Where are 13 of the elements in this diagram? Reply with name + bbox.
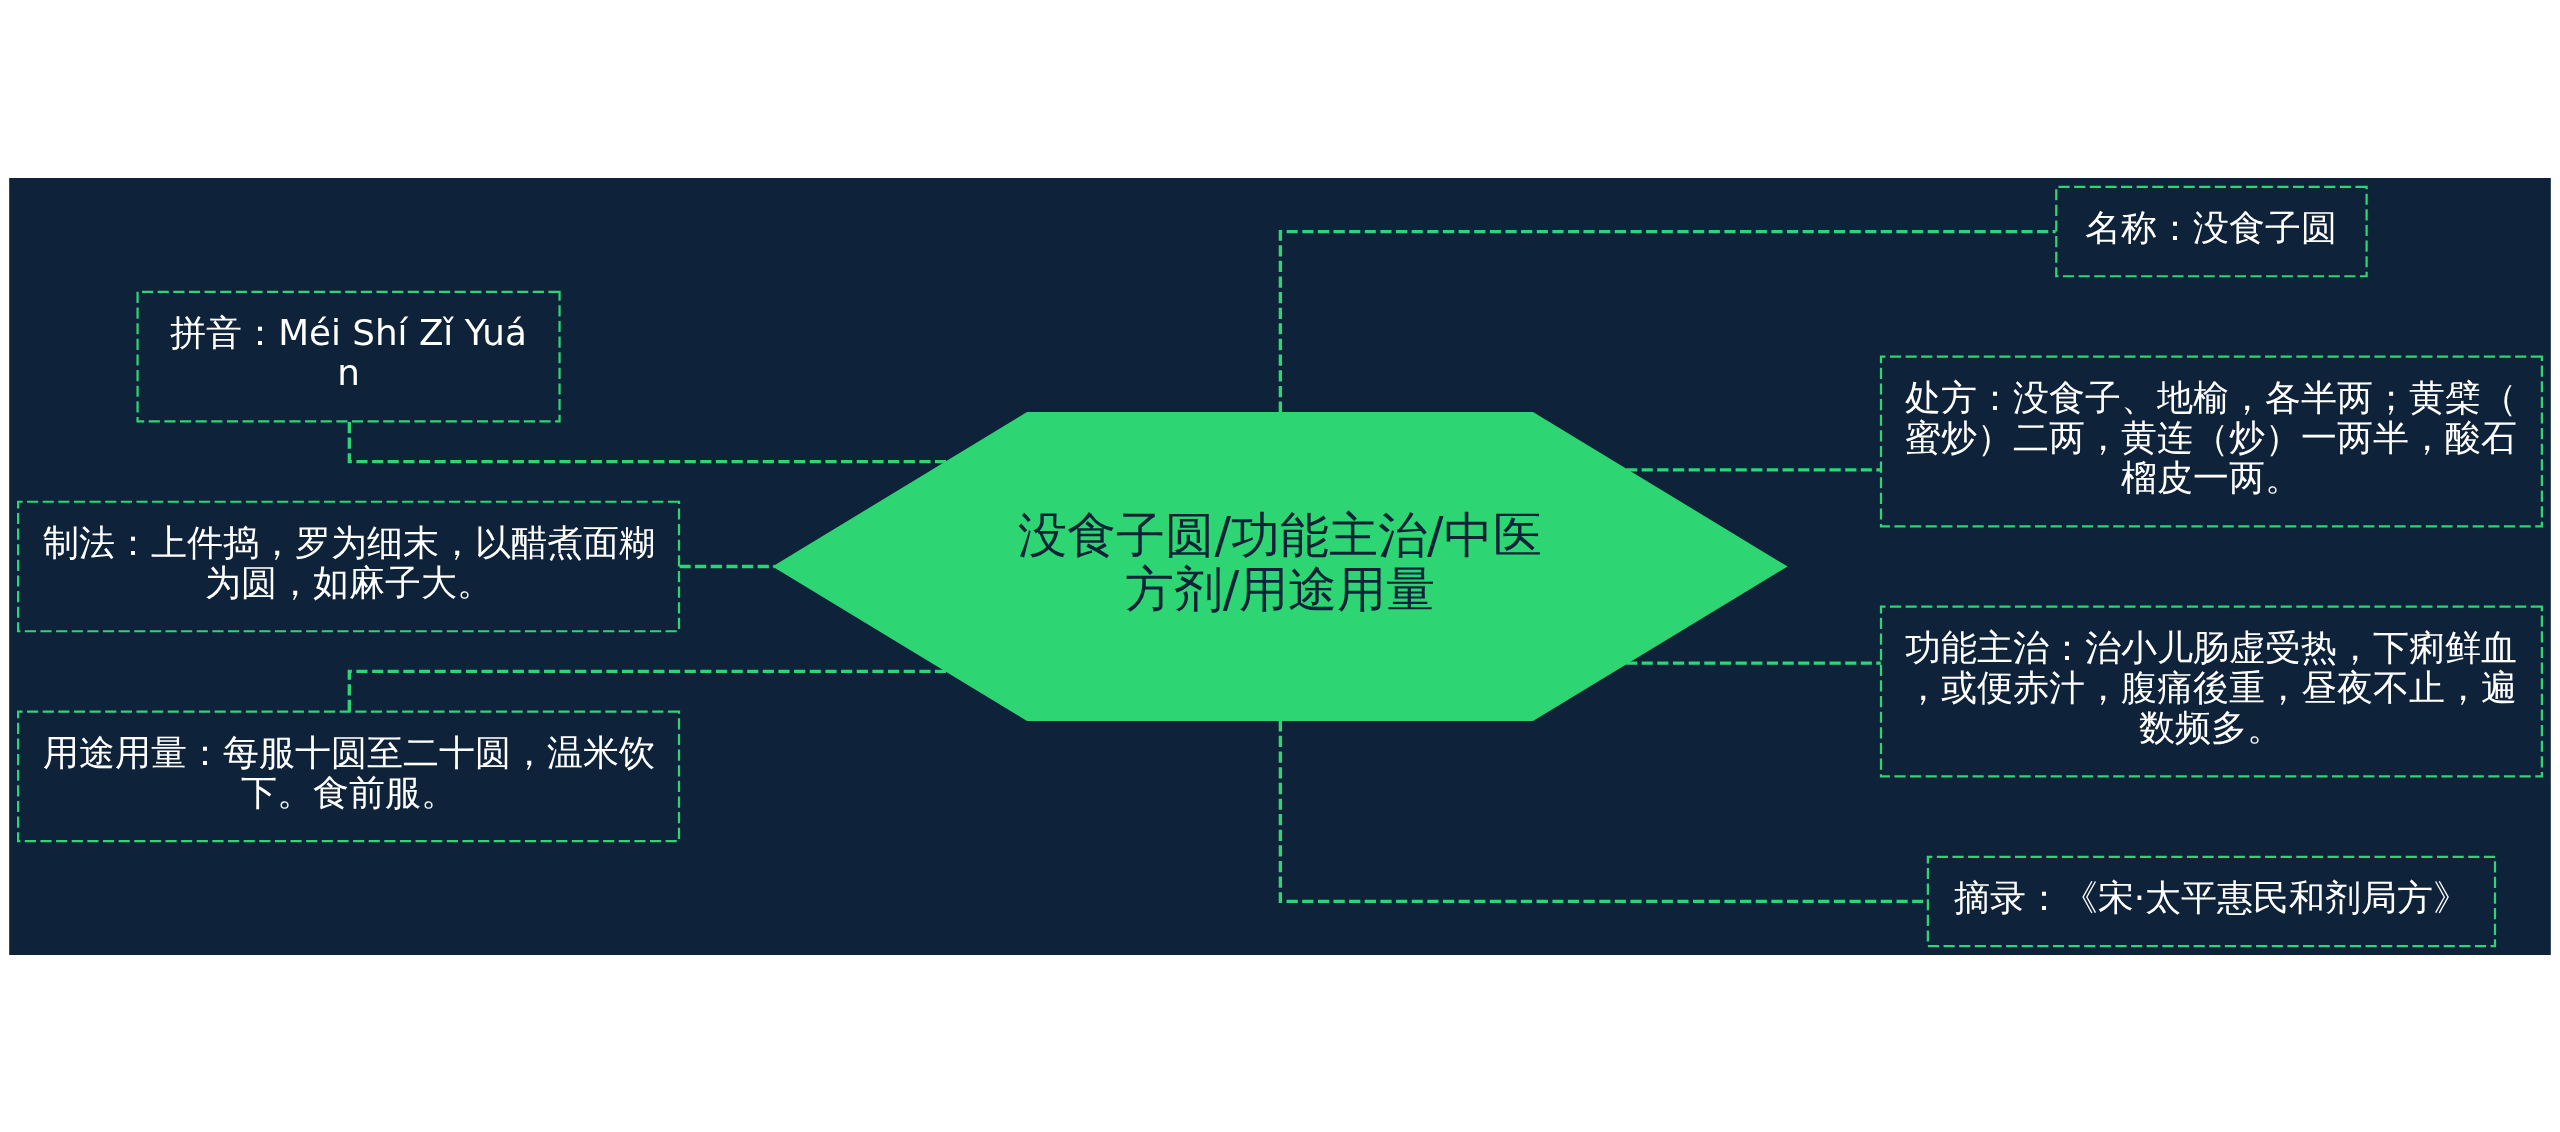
node-box: 名称：没食子圆 — [2055, 185, 2368, 277]
connector — [1278, 229, 2056, 413]
connector — [1626, 661, 1881, 665]
node-box: 功能主治：治小儿肠虚受热，下痢鲜血，或便赤汁，腹痛後重，昼夜不止，遍数频多。 — [1879, 605, 2543, 777]
connector — [679, 564, 775, 568]
node-box: 用途用量：每服十圆至二十圆，温米饮下。食前服。 — [17, 710, 681, 842]
connector — [347, 421, 948, 463]
node-box: 摘录：《宋·太平惠民和剂局方》 — [1926, 855, 2497, 947]
node-box: 制法：上件捣，罗为细末，以醋煮面糊为圆，如麻子大。 — [17, 500, 681, 632]
connector — [347, 669, 948, 711]
connector — [1626, 467, 1881, 471]
node-box: 处方：没食子、地榆，各半两；黄檗（蜜炒）二两，黄连（炒）一两半，酸石榴皮一两。 — [1879, 355, 2543, 527]
node-box: 拼音：Méi Shí Zǐ Yuán — [136, 290, 561, 422]
